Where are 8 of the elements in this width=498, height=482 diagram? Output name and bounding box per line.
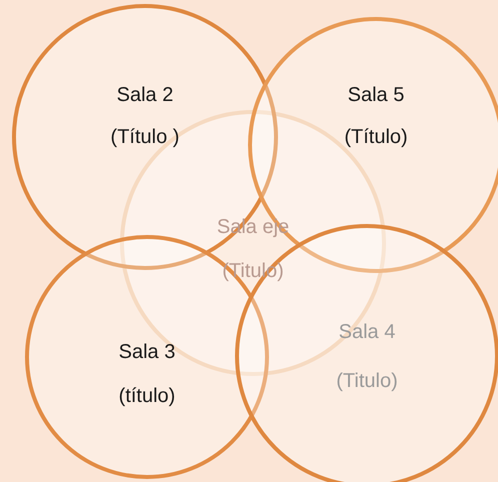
- room-name: Sala 4: [338, 321, 396, 344]
- room-subtitle: (Titulo): [336, 370, 398, 393]
- room-subtitle: (título): [118, 385, 176, 408]
- room-name: Sala 3: [118, 341, 176, 364]
- room-name: Sala 5: [348, 84, 404, 107]
- room-subtitle: (Título): [344, 126, 408, 149]
- room-subtitle: (Título ): [110, 126, 180, 149]
- room-name: Sala 2: [116, 84, 174, 107]
